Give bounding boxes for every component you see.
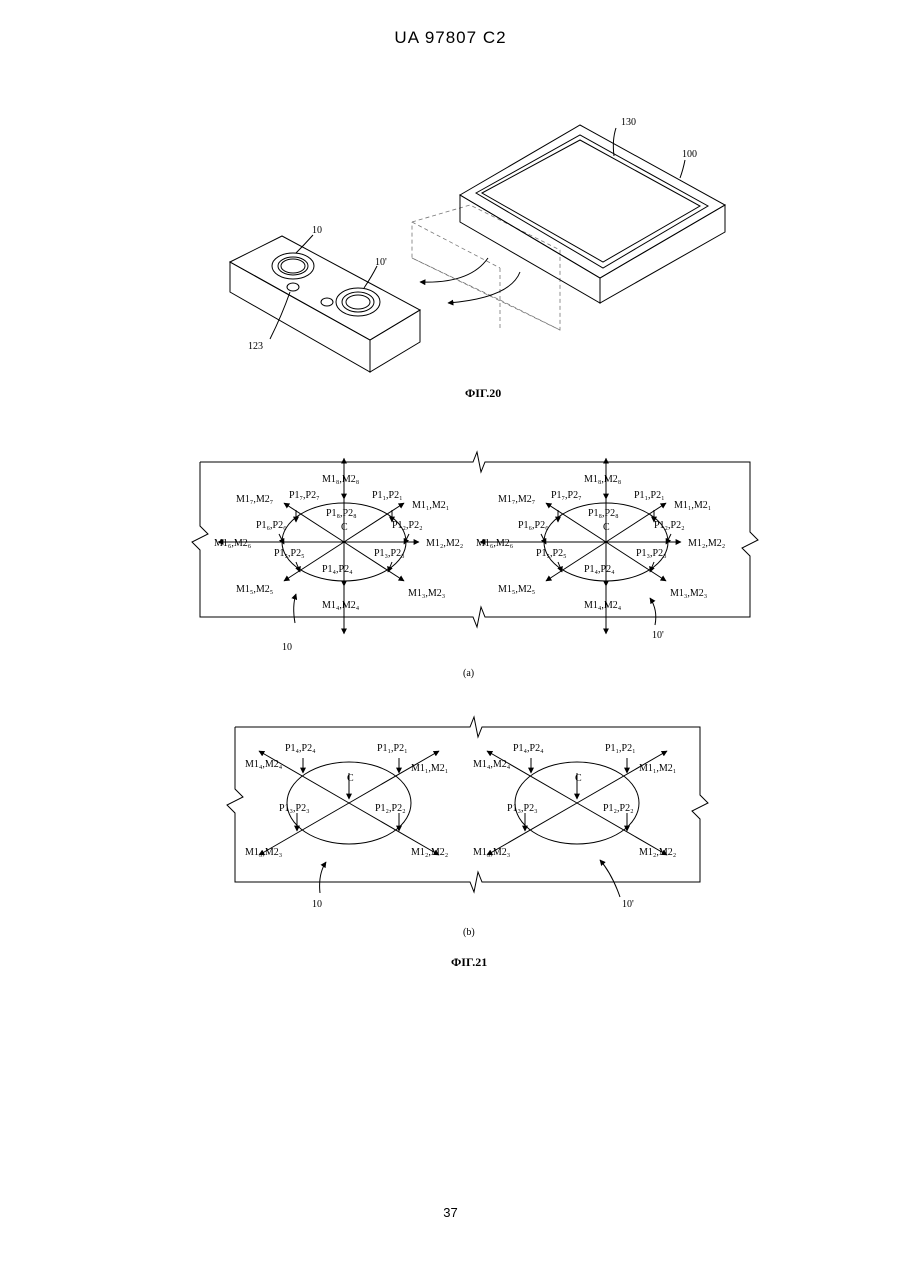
- label-tr: M1₁,M2₁: [412, 500, 449, 511]
- label-left: M1₆,M2₆: [214, 538, 252, 549]
- label-tr: M1₁,M2₁: [674, 500, 711, 511]
- ref-10: 10: [312, 225, 322, 236]
- label-m4: M1₄,M2₄: [473, 759, 511, 770]
- fig21a-right-diagram: M1₈,M2₈ M1₇,M2₇ M1₁,M2₁ M1₆,M2₆ M1₂,M2₂ M1₅,M…: [476, 458, 725, 634]
- label-p8: P1₈,P2₈: [326, 508, 357, 519]
- label-m3: M1₃,M2₃: [245, 847, 282, 858]
- label-p5: P1₅,P2₅: [536, 548, 567, 559]
- label-tl: M1₇,M2₇: [498, 494, 535, 505]
- fig21b-left-diagram: P1₄,P2₄ P1₁,P2₁ M1₄,M2₄ M1₁,M2₁ C P1₃,P2₃ P1₂,…: [245, 743, 448, 858]
- label-p2: P1₂,P2₂: [392, 520, 423, 531]
- label-left: M1₆,M2₆: [476, 538, 514, 549]
- label-p3: P1₃,P2₃: [507, 803, 538, 814]
- label-m4: M1₄,M2₄: [245, 759, 283, 770]
- label-m1: M1₁,M2₁: [639, 763, 676, 774]
- label-p8: P1₈,P2₈: [588, 508, 619, 519]
- fig20-drawing: 130 100 10 10' 123: [230, 117, 725, 372]
- label-p4: P1₄,P2₄: [584, 564, 615, 575]
- label-bl: M1₅,M2₅: [498, 584, 535, 595]
- rotate-arrow-lower: [448, 272, 520, 303]
- label-p7: P1₇,P2₇: [289, 490, 320, 501]
- sensor-123: [287, 283, 299, 291]
- label-p2: P1₂,P2₂: [375, 803, 406, 814]
- fig21a-ref-10: 10: [282, 642, 292, 653]
- ref-10-prime: 10': [375, 257, 387, 268]
- label-p3: P1₃,P2₃: [374, 548, 405, 559]
- label-p3: P1₃,P2₃: [279, 803, 310, 814]
- label-bottom: M1₄,M2₄: [584, 600, 622, 611]
- fig21a-ref-10-prime: 10': [652, 630, 664, 641]
- motion-arrow-m1: [577, 751, 667, 803]
- fig21b-ref-10: 10: [312, 899, 322, 910]
- label-p6: P1₆,P2₆: [518, 520, 549, 531]
- fig21a-sublabel: (a): [463, 668, 474, 679]
- label-center: C: [341, 522, 348, 533]
- label-p4: P1₄,P2₄: [285, 743, 316, 754]
- label-p3: P1₃,P2₃: [636, 548, 667, 559]
- fig21-caption: ФІГ.21: [451, 955, 487, 969]
- label-p1: P1₁,P2₁: [372, 490, 403, 501]
- label-top: M1₈,M2₈: [322, 474, 360, 485]
- label-p4: P1₄,P2₄: [322, 564, 353, 575]
- fig21b-sublabel: (b): [463, 927, 475, 938]
- label-p1: P1₁,P2₁: [605, 743, 636, 754]
- fig21a-left-diagram: M1₈,M2₈ M1₇,M2₇ M1₁,M2₁ M1₆,M2₆ M1₂,M2₂ M1₅,M…: [214, 458, 463, 634]
- label-p1: P1₁,P2₁: [377, 743, 408, 754]
- label-m1: M1₁,M2₁: [411, 763, 448, 774]
- label-p4: P1₄,P2₄: [513, 743, 544, 754]
- fig21a-frame: [192, 452, 758, 627]
- label-br: M1₃,M2₃: [670, 588, 707, 599]
- fig20-caption: ФІГ.20: [465, 386, 501, 400]
- fig21b-right-diagram: P1₄,P2₄ P1₁,P2₁ M1₄,M2₄ M1₁,M2₁ C P1₃,P2₃ P1₂,…: [473, 743, 676, 858]
- label-p1: P1₁,P2₁: [634, 490, 665, 501]
- fig21b-ref-10-prime: 10': [622, 899, 634, 910]
- label-m2: M1₂,M2₂: [411, 847, 448, 858]
- label-p2: P1₂,P2₂: [603, 803, 634, 814]
- ref-130: 130: [621, 117, 636, 128]
- label-top: M1₈,M2₈: [584, 474, 622, 485]
- label-p6: P1₆,P2₆: [256, 520, 287, 531]
- ref-100: 100: [682, 149, 697, 160]
- label-center: C: [603, 522, 610, 533]
- label-m3: M1₃,M2₃: [473, 847, 510, 858]
- label-center: C: [347, 773, 354, 784]
- label-right: M1₂,M2₂: [426, 538, 463, 549]
- label-p2: P1₂,P2₂: [654, 520, 685, 531]
- ref-123: 123: [248, 341, 263, 352]
- label-tl: M1₇,M2₇: [236, 494, 273, 505]
- page-number: 37: [0, 1205, 901, 1220]
- label-m2: M1₂,M2₂: [639, 847, 676, 858]
- label-p5: P1₅,P2₅: [274, 548, 305, 559]
- motion-arrow-m1: [349, 751, 439, 803]
- label-center: C: [575, 773, 582, 784]
- label-p7: P1₇,P2₇: [551, 490, 582, 501]
- label-br: M1₃,M2₃: [408, 588, 445, 599]
- label-bl: M1₅,M2₅: [236, 584, 273, 595]
- label-right: M1₂,M2₂: [688, 538, 725, 549]
- label-bottom: M1₄,M2₄: [322, 600, 360, 611]
